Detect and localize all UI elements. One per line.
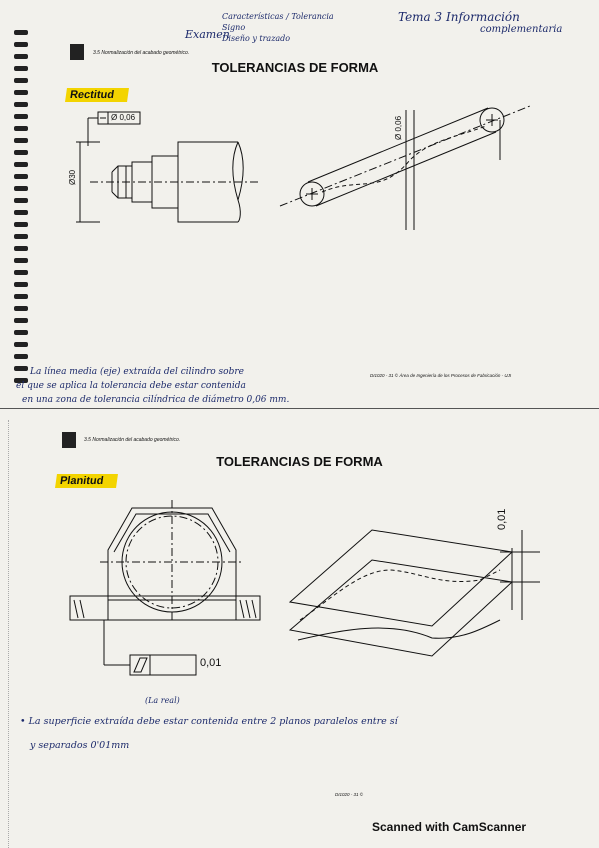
- flatness-tolerance-value: 0,01: [200, 657, 222, 669]
- slide1-vertical-label: Ø 0,06: [394, 115, 403, 140]
- slide1-note-line-1: La línea media (eje) extraída del cilind…: [30, 367, 244, 377]
- slide1-note-line-2: el que se aplica la tolerancia debe esta…: [16, 381, 246, 391]
- paper-edge: [0, 420, 9, 848]
- slide1-tolerance-label: Ø 0,06: [111, 113, 136, 122]
- slide1-section: 3.5 Normalización del acabado geométrico…: [93, 50, 190, 56]
- tema-line-1: Tema 3 Información: [398, 10, 520, 24]
- slide2-title: TOLERANCIAS DE FORMA: [216, 454, 383, 469]
- exam-topic-2: Signo: [222, 23, 246, 32]
- camscanner-watermark: Scanned with CamScanner: [372, 820, 527, 834]
- straightness-drawing: [76, 105, 531, 230]
- slide2-vertical-label: 0,01: [496, 508, 508, 530]
- slide2-tag: Planitud: [55, 474, 119, 488]
- slide1-note-line-3: en una zona de tolerancia cilíndrica de …: [22, 395, 290, 405]
- exam-label: Examen: [185, 28, 230, 41]
- university-logo-2: [62, 432, 76, 448]
- slide1-title: TOLERANCIAS DE FORMA: [211, 60, 379, 75]
- tema-line-2: complementaria: [480, 24, 563, 35]
- slide1-footer: DI1020 - 31 © Área de Ingeniería de los …: [370, 373, 512, 378]
- slide2-footer: DI1020 - 31 ©: [335, 792, 364, 797]
- slide2-note-line-2: y separados 0'01mm: [30, 740, 130, 751]
- slide1-diameter-label: Ø30: [68, 169, 77, 185]
- spiral-binding: [14, 30, 28, 383]
- slide2-note-line-1: • La superficie extraída debe estar cont…: [20, 716, 398, 727]
- exam-topic-1: Características / Tolerancia: [222, 12, 334, 21]
- slide-separator: [0, 408, 599, 409]
- university-logo: [70, 44, 84, 60]
- slide2-annotation: (La real): [145, 696, 180, 705]
- flatness-drawing: [69, 500, 540, 676]
- exam-topic-3: Diseño y trazado: [222, 34, 291, 43]
- slide2-section: 3.5 Normalización del acabado geométrico…: [84, 437, 181, 443]
